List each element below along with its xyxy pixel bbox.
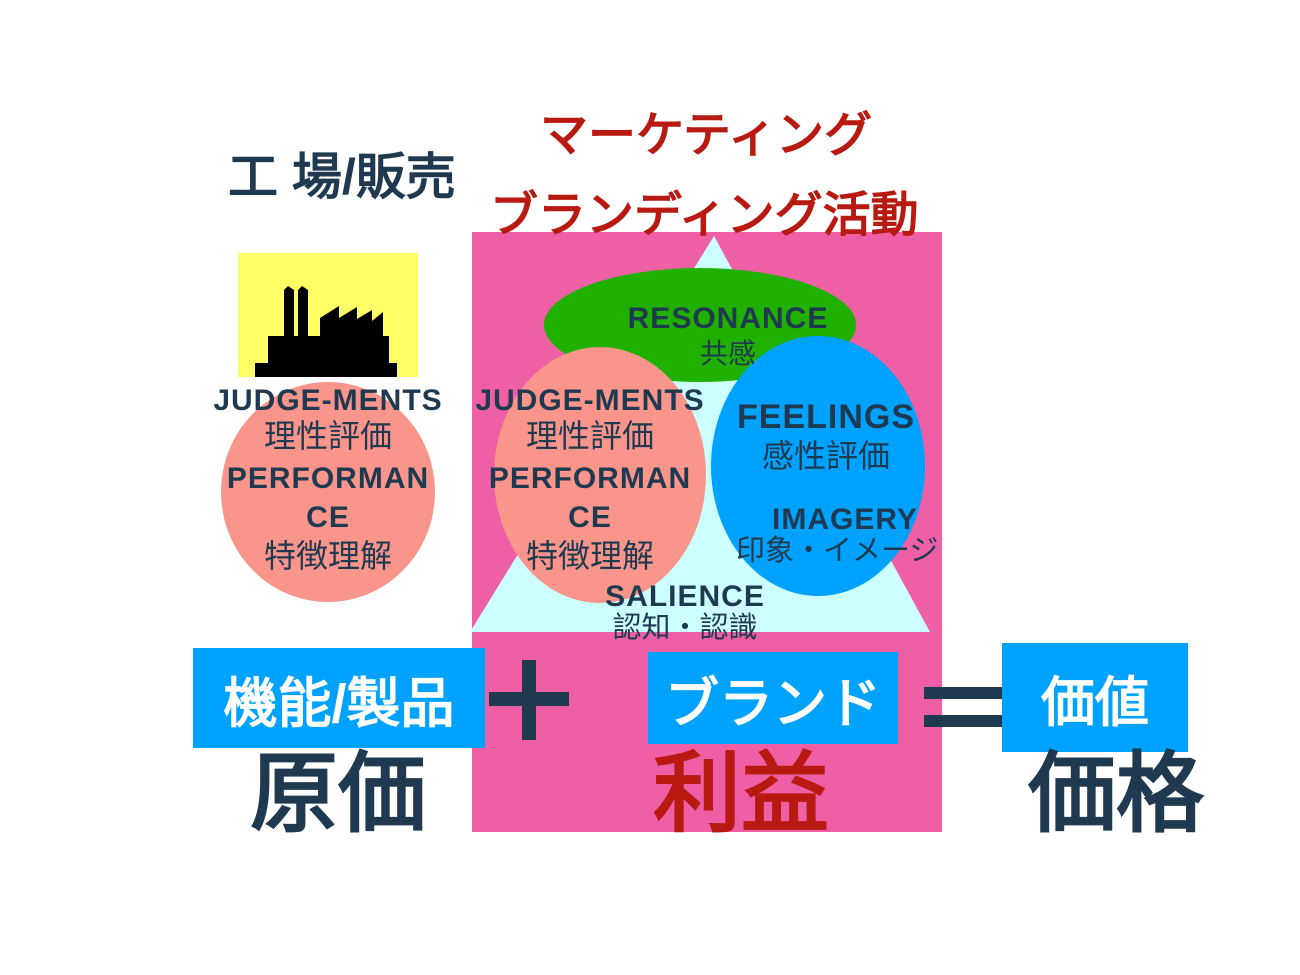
factory-icon <box>255 286 397 377</box>
left-performance-jp: 特徴理解 <box>263 538 392 574</box>
plus-sign <box>489 660 569 740</box>
performance-label-2: CE <box>568 501 612 534</box>
judgements-label: JUDGE-MENTS <box>475 384 705 417</box>
judgements-ellipse <box>494 347 706 603</box>
profit-label: 利益 <box>653 744 830 843</box>
cost-label: 原価 <box>250 744 427 843</box>
resonance-jp: 共感 <box>699 338 756 369</box>
left-judgements-jp: 理性評価 <box>263 418 392 454</box>
brand-box: ブランド <box>648 652 898 744</box>
salience-jp: 認知・認識 <box>612 612 758 644</box>
factory-sales-title: 工 場/販売 <box>228 149 456 205</box>
performance-jp: 特徴理解 <box>525 538 654 574</box>
imagery-jp: 印象・イメージ <box>736 535 939 567</box>
resonance-label: RESONANCE <box>627 302 829 335</box>
left-judgements-label: JUDGE-MENTS <box>213 384 443 417</box>
imagery-label: IMAGERY <box>772 503 918 536</box>
left-judgements-ellipse <box>221 382 435 602</box>
judgements-jp: 理性評価 <box>525 418 654 454</box>
price-label: 価格 <box>1028 744 1205 843</box>
feelings-label: FEELINGS <box>736 398 916 436</box>
equals-sign <box>924 687 1002 727</box>
function-product-box: 機能/製品 <box>193 648 485 748</box>
left-performance-label-2: CE <box>306 501 350 534</box>
left-performance-label-1: PERFORMAN <box>226 462 430 495</box>
feelings-ellipse <box>711 336 925 596</box>
marketing-title: マーケティング <box>540 109 873 162</box>
performance-label-1: PERFORMAN <box>488 462 692 495</box>
salience-label: SALIENCE <box>605 580 765 613</box>
feelings-jp: 感性評価 <box>761 438 890 474</box>
value-box: 価値 <box>1002 643 1188 752</box>
branding-title: ブランディング活動 <box>490 189 919 242</box>
